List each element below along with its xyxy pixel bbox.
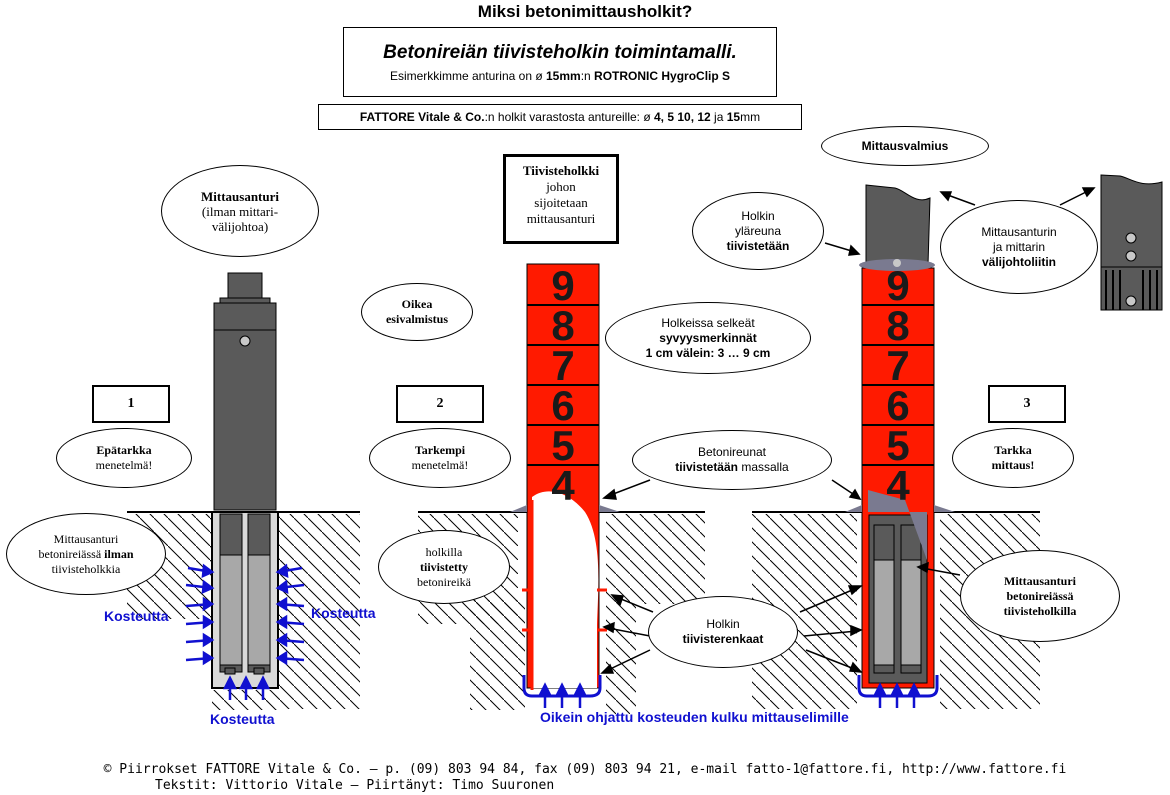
moisture-label-right: Kosteutta [311,605,376,621]
moisture-arrows-1 [185,563,305,700]
bubble-epatarkka: Epätarkka menetelmä! [56,428,192,488]
header-subtitle: Esimerkkimme anturina on ø 15mm:n ROTRON… [389,69,731,83]
depth-6: 6 [886,382,909,429]
stock-box: FATTORE Vitale & Co.:n holkit varastosta… [318,104,802,130]
step-2-box: 2 [396,385,484,423]
bubble-betonireunat: Betonireunat tiivistetään massalla [632,430,832,490]
moisture-arrows-3 [857,675,939,708]
depth-marks-2: 9 8 7 6 5 4 [527,262,599,509]
bubble-mittausvalmius: Mittausvalmius [821,126,989,166]
depth-5: 5 [886,422,909,469]
step-1-box: 1 [92,385,170,423]
connector-detail [1100,174,1163,311]
bubble-valijohtoliitin: Mittausanturin ja mittarin välijohtoliit… [940,200,1098,294]
bubble-holkilla: holkilla tiivistetty betonireikä [378,530,510,604]
bubble-syvyysmerkinnat: Holkeissa selkeät syvyysmerkinnät 1 cm v… [605,302,811,374]
bubble-tarkempi: Tarkempi menetelmä! [369,428,511,488]
sleeve-3 [845,267,955,689]
sensor-1 [211,272,279,689]
callout-arrows [600,187,1096,674]
depth-4: 4 [551,462,575,509]
depth-8: 8 [551,302,574,349]
bubble-oikea: Oikea esivalmistus [361,283,473,341]
ground-1 [127,511,360,710]
step-3-box: 3 [988,385,1066,423]
footer-credits: Tekstit: Vittorio Vitale – Piirtänyt: Ti… [155,778,555,793]
tiivisteholkki-label: Tiivisteholkki johon sijoitetaan mittaus… [503,154,619,244]
bubble-mittausanturi: Mittausanturi (ilman mittari- välijohtoa… [161,165,319,257]
header-title: Betonireiän tiivisteholkin toimintamalli… [383,42,737,63]
bubble-ilman-holkkia: Mittausanturi betonireiässä ilman tiivis… [6,513,166,595]
header-box: Betonireiän tiivisteholkin toimintamalli… [343,27,777,97]
bubble-ylareuna: Holkin yläreuna tiivistetään [692,192,824,270]
bubble-tiivisterenkaat: Holkin tiivisterenkaat [648,596,798,668]
cable-top-3 [859,184,935,271]
depth-9: 9 [886,262,909,309]
moisture-arrows-2 [522,675,602,708]
footer-copyright: © Piirrokset FATTORE Vitale & Co. – p. (… [103,762,1067,777]
depth-4: 4 [886,462,910,509]
depth-8: 8 [886,302,909,349]
sleeve-2-rings [522,588,607,632]
depth-6: 6 [551,382,574,429]
sleeve-2 [510,263,620,690]
depth-marks-3: 9 8 7 6 5 4 [862,262,934,509]
moisture-label-bottom: Kosteutta [210,711,275,727]
page-title: Miksi betonimittausholkit? [477,2,693,21]
depth-7: 7 [886,342,909,389]
depth-5: 5 [551,422,574,469]
depth-9: 9 [551,262,574,309]
bubble-tarkka: Tarkka mittaus! [952,428,1074,488]
moisture-label-left: Kosteutta [104,608,169,624]
depth-7: 7 [551,342,574,389]
flow-caption: Oikein ohjattu kosteuden kulku mittausel… [540,709,849,725]
bubble-tiivisteholkilla: Mittausanturi betonireiässä tiivisteholk… [960,550,1120,642]
